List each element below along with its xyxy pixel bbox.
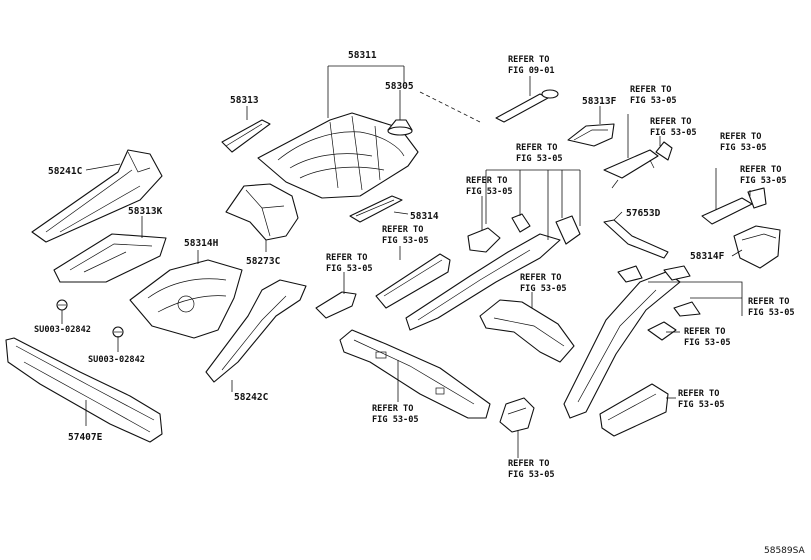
- ref-top-b[interactable]: REFER TO FIG 53-05: [466, 176, 513, 197]
- rocker-57407e-part[interactable]: [5, 337, 163, 443]
- svg-text:FIG 53-05: FIG 53-05: [372, 415, 419, 425]
- label-58242c[interactable]: 58242C: [234, 392, 269, 403]
- floor-panel-58314h-part[interactable]: [129, 259, 243, 339]
- crossmember-center-right-part[interactable]: [479, 299, 575, 363]
- bracket-58313f-part[interactable]: [567, 123, 615, 147]
- piece-lower-right-part[interactable]: [599, 383, 669, 437]
- ref-right-a[interactable]: REFER TO FIG 53-05: [630, 85, 677, 106]
- svg-text:REFER TO: REFER TO: [516, 143, 557, 153]
- svg-text:FIG 53-05: FIG 53-05: [630, 96, 677, 106]
- figure-id: 58589SA: [764, 546, 806, 556]
- svg-text:FIG 53-05: FIG 53-05: [382, 236, 429, 246]
- clip-left-center-part[interactable]: [315, 291, 357, 319]
- label-su003-02842-b[interactable]: SU003-02842: [88, 355, 145, 365]
- bracket-upper-right-part[interactable]: [603, 149, 659, 189]
- panel-58313k-part[interactable]: [53, 233, 167, 283]
- rail-lower-center-part[interactable]: [339, 329, 491, 419]
- svg-text:REFER TO: REFER TO: [508, 55, 549, 65]
- svg-text:FIG 53-05: FIG 53-05: [684, 338, 731, 348]
- support-bracket-center-part[interactable]: [375, 253, 451, 309]
- ref-bottom-b[interactable]: REFER TO FIG 53-05: [372, 404, 419, 425]
- label-58311[interactable]: 58311: [348, 50, 377, 61]
- label-58241c[interactable]: 58241C: [48, 166, 83, 177]
- side-member-58241c-part[interactable]: [31, 149, 163, 243]
- svg-text:REFER TO: REFER TO: [466, 176, 507, 186]
- svg-text:FIG 53-05: FIG 53-05: [650, 128, 697, 138]
- ref-low-right[interactable]: REFER TO FIG 53-05: [678, 389, 725, 410]
- ref-top-a[interactable]: REFER TO FIG 53-05: [516, 143, 563, 164]
- reference-labels: REFER TO FIG 09-01 REFER TO FIG 53-05 RE…: [326, 55, 795, 480]
- svg-text:REFER TO: REFER TO: [372, 404, 413, 414]
- gusset-lower-center-part[interactable]: [499, 397, 535, 433]
- panel-58314f-part[interactable]: [733, 225, 781, 269]
- part-number-labels: 58311 58305 58313 58313F 58241C 58313K 5…: [34, 50, 725, 443]
- svg-text:REFER TO: REFER TO: [740, 165, 781, 175]
- ref-br-b[interactable]: REFER TO FIG 53-05: [748, 297, 795, 318]
- ref-br-a[interactable]: REFER TO FIG 53-05: [520, 273, 567, 294]
- svg-text:REFER TO: REFER TO: [678, 389, 719, 399]
- svg-text:REFER TO: REFER TO: [684, 327, 725, 337]
- svg-text:FIG 53-05: FIG 53-05: [326, 264, 373, 274]
- svg-text:REFER TO: REFER TO: [720, 132, 761, 142]
- label-58305[interactable]: 58305: [385, 81, 414, 92]
- plug-part[interactable]: [387, 119, 413, 136]
- label-58273c[interactable]: 58273C: [246, 256, 281, 267]
- member-58242c-part[interactable]: [205, 279, 307, 383]
- svg-text:REFER TO: REFER TO: [650, 117, 691, 127]
- svg-text:REFER TO: REFER TO: [382, 225, 423, 235]
- label-58314h[interactable]: 58314H: [184, 238, 219, 249]
- rail-right-part[interactable]: [701, 187, 767, 225]
- svg-text:FIG 53-05: FIG 53-05: [748, 308, 795, 318]
- ref-bottom-center[interactable]: REFER TO FIG 53-05: [508, 459, 555, 480]
- label-58314[interactable]: 58314: [410, 211, 439, 222]
- ref-mid-a[interactable]: REFER TO FIG 53-05: [720, 132, 767, 153]
- svg-text:FIG 53-05: FIG 53-05: [740, 176, 787, 186]
- svg-text:FIG 53-05: FIG 53-05: [720, 143, 767, 153]
- side-member-right-part[interactable]: [563, 265, 701, 419]
- svg-text:REFER TO: REFER TO: [326, 253, 367, 263]
- gusset-58273c-part[interactable]: [225, 183, 299, 241]
- tool-rod-part[interactable]: [495, 89, 559, 123]
- label-58313k[interactable]: 58313K: [128, 206, 163, 217]
- leader-lines: [61, 65, 751, 458]
- label-58313f[interactable]: 58313F: [582, 96, 617, 107]
- label-57407e[interactable]: 57407E: [68, 432, 103, 443]
- svg-text:REFER TO: REFER TO: [748, 297, 789, 307]
- svg-text:FIG 53-05: FIG 53-05: [678, 400, 725, 410]
- ref-right-b[interactable]: REFER TO FIG 53-05: [650, 117, 697, 138]
- bolt-a-part[interactable]: [56, 299, 68, 311]
- label-58313[interactable]: 58313: [230, 95, 259, 106]
- svg-text:REFER TO: REFER TO: [520, 273, 561, 283]
- ref-mid-b[interactable]: REFER TO FIG 53-05: [740, 165, 787, 186]
- svg-text:REFER TO: REFER TO: [508, 459, 549, 469]
- bracket-58314-part[interactable]: [349, 195, 403, 223]
- label-58314f[interactable]: 58314F: [690, 251, 725, 262]
- label-57653d[interactable]: 57653D: [626, 208, 661, 219]
- strip-57653d-part[interactable]: [603, 219, 669, 259]
- rear-floor-pan-part[interactable]: [257, 112, 419, 199]
- ref-bottom-a[interactable]: REFER TO FIG 53-05: [684, 327, 731, 348]
- svg-text:FIG 53-05: FIG 53-05: [520, 284, 567, 294]
- ref-left[interactable]: REFER TO FIG 53-05: [326, 253, 373, 274]
- bracket-58313-part[interactable]: [221, 119, 271, 153]
- svg-text:FIG 53-05: FIG 53-05: [508, 470, 555, 480]
- ref-fig-09-01[interactable]: REFER TO FIG 09-01: [508, 55, 555, 76]
- clip-upper-right-part[interactable]: [655, 141, 673, 161]
- svg-text:FIG 53-05: FIG 53-05: [466, 187, 513, 197]
- bolt-b-part[interactable]: [112, 326, 124, 338]
- label-su003-02842-a[interactable]: SU003-02842: [34, 325, 91, 335]
- svg-text:FIG 09-01: FIG 09-01: [508, 66, 555, 76]
- svg-text:FIG 53-05: FIG 53-05: [516, 154, 563, 164]
- svg-text:REFER TO: REFER TO: [630, 85, 671, 95]
- ref-center[interactable]: REFER TO FIG 53-05: [382, 225, 429, 246]
- center-long-member-part[interactable]: [405, 213, 581, 331]
